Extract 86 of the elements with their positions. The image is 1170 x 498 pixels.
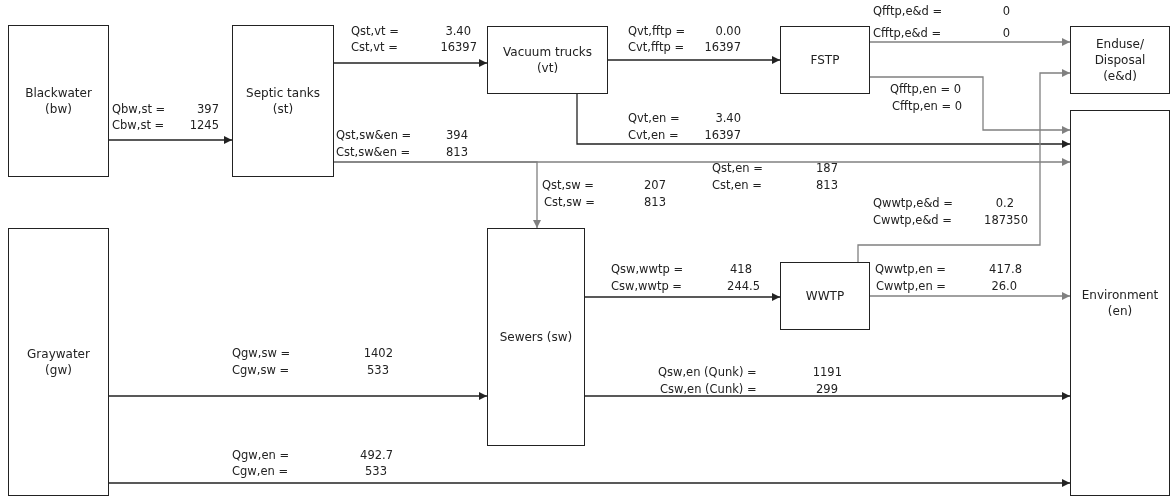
flow-value-label: 533 [367, 363, 389, 377]
flow-value-label: Cst,en = [712, 178, 762, 192]
flow-value-label: 187350 [984, 213, 1028, 227]
flow-value-label: 16397 [440, 40, 477, 54]
flow-value-label: 533 [365, 464, 387, 478]
process-box [232, 25, 334, 177]
arrow [108, 392, 488, 400]
flow-value-label: Qst,sw = [542, 178, 594, 192]
arrow [607, 56, 781, 64]
node-label: Environment (en) [1080, 287, 1160, 319]
process-box [8, 228, 109, 496]
flow-value-label: Cfftp,e&d = [873, 26, 942, 40]
process-box [8, 25, 109, 177]
arrow [869, 76, 1071, 134]
flow-value-label: 207 [644, 178, 666, 192]
flow-value-label: 16397 [704, 128, 741, 142]
node-label: Sewers (sw) [499, 329, 573, 345]
arrow [857, 69, 1071, 263]
flow-value-label: 0 [1002, 26, 1010, 40]
arrow [869, 38, 1071, 46]
flow-value-label: 0 [1002, 4, 1010, 18]
node-label: Graywater (gw) [26, 346, 91, 378]
flow-value-label: Qvt,en = [628, 111, 680, 125]
flow-value-label: Csw,wwtp = [611, 279, 682, 293]
node-label: Enduse/ Disposal (e&d) [1093, 36, 1147, 84]
flow-value-label: 3.40 [715, 111, 741, 125]
flow-value-label: 0.2 [995, 196, 1014, 210]
flow-value-label: Qsw,wwtp = [611, 262, 683, 276]
flow-value-label: Cwwtp,e&d = [873, 213, 952, 227]
flow-value-label: 418 [730, 262, 752, 276]
flow-value-label: Qsw,en (Qunk) = [658, 365, 757, 379]
flow-value-label: Qfftp,e&d = [873, 4, 943, 18]
arrow [584, 293, 781, 301]
flow-value-label: 244.5 [727, 279, 760, 293]
flow-value-label: 26.0 [991, 279, 1017, 293]
flow-value-label: 0.00 [715, 24, 741, 38]
flow-value-label: Cvt,en = [628, 128, 679, 142]
process-box [780, 26, 870, 94]
flow-value-label: Cbw,st = [112, 118, 165, 132]
flow-value-label: 813 [644, 195, 666, 209]
flow-value-label: 813 [816, 178, 838, 192]
process-box [1070, 26, 1170, 94]
process-box [780, 262, 870, 330]
arrow [333, 161, 541, 229]
arrow [108, 136, 233, 144]
flow-value-label: 299 [816, 382, 838, 396]
flow-value-label: 417.8 [989, 262, 1022, 276]
flow-value-label: 492.7 [360, 448, 393, 462]
flow-value-label: 187 [816, 161, 838, 175]
node-label: FSTP [810, 52, 840, 68]
flow-value-label: 1402 [363, 346, 393, 360]
arrow [333, 59, 488, 67]
flow-value-label: Qvt,fftp = [628, 24, 686, 38]
flow-value-label: Cwwtp,en = [876, 279, 946, 293]
process-box [1070, 110, 1170, 496]
flow-value-label: Cgw,en = [232, 464, 289, 478]
flow-value-label: 394 [446, 128, 468, 142]
arrow [584, 392, 1071, 400]
process-box [487, 26, 608, 94]
flow-value-label: 1245 [189, 118, 219, 132]
flow-value-label: 16397 [704, 40, 741, 54]
flow-value-label: Qgw,sw = [232, 346, 291, 360]
flow-value-label: 3.40 [445, 24, 471, 38]
arrow [869, 292, 1071, 300]
flow-value-label: 1191 [812, 365, 842, 379]
flow-value-label: Qgw,en = [232, 448, 290, 462]
arrow [576, 93, 1071, 148]
arrow [108, 479, 1071, 487]
flow-value-label: Qst,vt = [351, 24, 399, 38]
flow-value-label: Qwwtp,e&d = [873, 196, 953, 210]
node-label: WWTP [805, 288, 845, 304]
flow-value-label: Cvt,fftp = [628, 40, 685, 54]
flow-value-label: Cst,vt = [351, 40, 398, 54]
node-label: Septic tanks (st) [245, 85, 321, 117]
flow-value-label: Qfftp,en = 0 [890, 82, 962, 96]
flow-value-label: Cgw,sw = [232, 363, 290, 377]
flow-value-label: Qst,en = [712, 161, 763, 175]
flow-value-label: Cst,sw = [544, 195, 595, 209]
node-label: Blackwater (bw) [24, 85, 93, 117]
flow-value-label: Cfftp,en = 0 [892, 99, 963, 113]
process-box [487, 228, 585, 446]
flow-value-label: 397 [197, 102, 219, 116]
flow-value-label: Cst,sw&en = [336, 145, 411, 159]
node-label: Vacuum trucks (vt) [502, 44, 593, 76]
flow-value-label: Csw,en (Cunk) = [660, 382, 757, 396]
flow-value-label: 813 [446, 145, 468, 159]
